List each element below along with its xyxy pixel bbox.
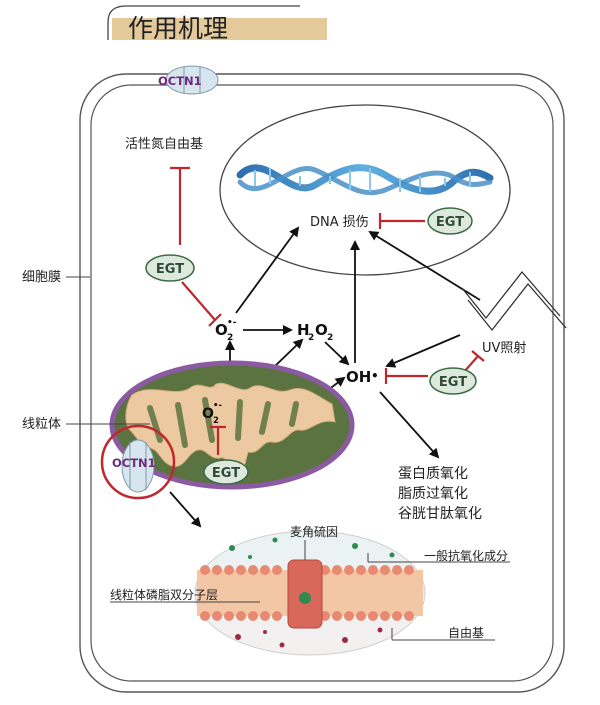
egt-label-oh: EGT xyxy=(439,375,467,390)
egt-label-dna: EGT xyxy=(436,215,464,230)
octn1-transporter-top: OCTN1 xyxy=(158,65,219,95)
superoxide-mito: O 2 •- xyxy=(202,401,222,426)
svg-text:•: • xyxy=(371,369,379,383)
dna-helix xyxy=(236,164,494,196)
glutathione-oxidation-label: 谷胱甘肽氧化 xyxy=(398,506,482,522)
h2o2: H 2 O 2 xyxy=(297,321,333,343)
svg-text:•-: •- xyxy=(227,318,237,328)
egt-oh: EGT xyxy=(384,367,477,395)
egt-badge-oh xyxy=(429,367,477,395)
egt-superoxide-inhibit xyxy=(181,281,216,321)
svg-text:O: O xyxy=(315,321,328,339)
page-title: 作用机理 xyxy=(128,14,228,43)
uv-inhibit-line xyxy=(463,355,479,373)
general-antioxidant-label: 一般抗氧化成分 xyxy=(424,548,508,563)
svg-text:OH: OH xyxy=(346,368,371,386)
hydroxyl-radical: OH • xyxy=(346,368,379,386)
mitochondrion xyxy=(109,360,355,490)
header-frame xyxy=(107,5,300,40)
egt-badge-rns xyxy=(145,254,195,282)
egt-label-rns: EGT xyxy=(156,262,184,277)
egt-badge-dna xyxy=(427,207,473,235)
bilayer-label: 线粒体磷脂双分子层 xyxy=(110,587,218,602)
egt-dna-inhibitor: EGT xyxy=(378,207,473,235)
ergothioneine-label: 麦角硫因 xyxy=(290,524,338,539)
membrane-label: 细胞膜 xyxy=(22,270,61,285)
superoxide-main: O 2 •- xyxy=(215,318,237,343)
nucleus xyxy=(219,104,511,276)
egt-mito: EGT xyxy=(203,459,249,485)
cell-membrane-outer xyxy=(79,73,565,693)
cell-membrane-inner xyxy=(90,84,554,682)
egt-rns: EGT xyxy=(145,254,195,282)
svg-text:2: 2 xyxy=(227,333,233,343)
egt-label-mito: EGT xyxy=(212,466,240,481)
svg-text:O: O xyxy=(202,406,214,422)
svg-text:•-: •- xyxy=(213,401,222,411)
uv-lightning xyxy=(461,270,567,332)
bilayer-inset xyxy=(194,530,426,656)
octn1-transporter-mito: OCTN1 xyxy=(100,424,176,500)
egt-badge-mito xyxy=(203,459,249,485)
header: 作用机理 xyxy=(107,5,327,43)
svg-text:H: H xyxy=(297,321,310,339)
free-radical-label: 自由基 xyxy=(448,626,484,640)
dna-damage-label: DNA 损伤 xyxy=(310,215,369,230)
octn1-label-top: OCTN1 xyxy=(158,74,202,88)
lipid-peroxidation-label: 脂质过氧化 xyxy=(398,486,468,502)
svg-text:O: O xyxy=(215,321,228,339)
octn1-label-mito: OCTN1 xyxy=(112,456,156,470)
uv-label: UV照射 xyxy=(482,340,526,356)
svg-text:2: 2 xyxy=(308,333,314,343)
header-bar xyxy=(112,18,327,40)
protein-oxidation-label: 蛋白质氧化 xyxy=(398,466,468,482)
svg-text:2: 2 xyxy=(213,416,219,426)
svg-text:2: 2 xyxy=(327,333,333,343)
mitochondria-label: 线粒体 xyxy=(22,417,61,432)
rns-label: 活性氮自由基 xyxy=(125,137,203,152)
